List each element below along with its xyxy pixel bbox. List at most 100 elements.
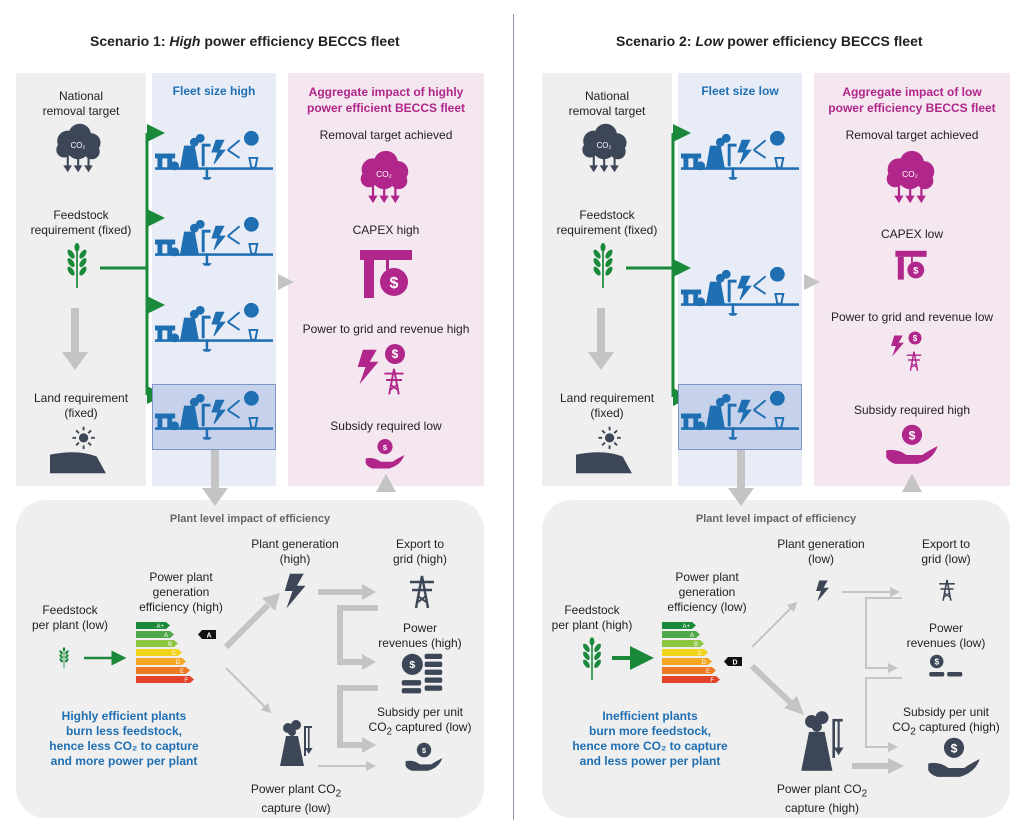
s2-plant-to-aggregate-arrow: [902, 474, 922, 492]
s2-hand-coin-icon: $: [884, 422, 940, 470]
s1-rating-bar-F: F: [136, 676, 194, 684]
s2-aggregate-panel: [814, 73, 1010, 486]
s1-to-aggregate-arrow: [278, 274, 294, 290]
s1-rating-bar-D: D: [136, 658, 186, 666]
svg-text:A+: A+: [682, 624, 690, 630]
s1-gen-label: Plant generation (high): [251, 537, 339, 566]
s2-fleet-header: Fleet size low: [701, 84, 779, 98]
s2-eff-label: Power plant generation efficiency (low): [667, 570, 747, 614]
svg-text:$: $: [422, 746, 426, 755]
svg-text:F: F: [710, 678, 714, 684]
s1-rating-indicator: A: [198, 630, 216, 640]
s1-capture-label: Power plant CO2 capture (low): [250, 782, 342, 816]
svg-text:$: $: [951, 741, 958, 755]
s1-fleet-header: Fleet size high: [172, 84, 256, 98]
svg-text:$: $: [909, 428, 916, 442]
s1-plant-level-title: Plant level impact of efficiency: [169, 513, 331, 525]
s2-feedstock-label: Feedstock requirement (fixed): [556, 208, 658, 237]
s2-hand-coin-grey-icon: $: [926, 736, 982, 782]
svg-text:B: B: [168, 642, 172, 648]
s2-agg-item-capex: CAPEX low: [880, 227, 944, 241]
s2-rating-bar-F: F: [662, 676, 720, 684]
svg-text:A: A: [690, 633, 694, 639]
s1-coins-stack-icon: $: [400, 652, 444, 696]
svg-text:$: $: [390, 275, 399, 292]
s1-subsidy-label: Subsidy per unit CO2 captured (low): [368, 705, 472, 738]
svg-text:$: $: [913, 334, 918, 343]
s2-capture-label: Power plant CO2 capture (high): [776, 782, 868, 816]
s2-rating-bar-A: A: [662, 631, 700, 639]
s1-hand-coin-icon: $: [364, 438, 406, 472]
s2-subsidy-label: Subsidy per unit CO2 captured (high): [892, 705, 1000, 738]
svg-text:CO₂: CO₂: [902, 169, 918, 179]
s1-land-label: Land requirement (fixed): [33, 391, 129, 420]
s2-revenue-label: Power revenues (low): [906, 621, 986, 650]
svg-text:D: D: [176, 660, 181, 666]
s2-gen-label: Plant generation (low): [777, 537, 865, 566]
s2-rating-bar-C: C: [662, 649, 708, 657]
svg-text:$: $: [409, 659, 415, 671]
s1-feed-to-eff-arrow: [84, 650, 127, 666]
svg-text:D: D: [732, 660, 737, 667]
s2-agg-item-removal: Removal target achieved: [845, 128, 979, 142]
s1-agg-item-subsidy: Subsidy required low: [330, 419, 442, 433]
scenario-1-title: Scenario 1: High power efficiency BECCS …: [90, 33, 400, 49]
svg-text:CO₂: CO₂: [597, 141, 612, 150]
s1-national-label: National removal target: [42, 89, 120, 118]
svg-text:CO₂: CO₂: [71, 141, 86, 150]
s1-rating-bar-C: C: [136, 649, 182, 657]
s1-rating-bar-A: A: [136, 631, 174, 639]
s1-hand-coin-grey-icon: $: [403, 742, 445, 774]
s1-efficiency-note: Highly efficient plants burn less feedst…: [49, 709, 199, 768]
s2-export-label: Export to grid (low): [921, 537, 971, 566]
s2-aggregate-header: Aggregate impact of low power efficiency…: [828, 85, 996, 115]
s2-feed-plant-label: Feedstock per plant (high): [551, 603, 633, 632]
s1-co2-cloud-magenta-icon: CO₂: [356, 146, 412, 208]
svg-text:C: C: [172, 651, 177, 657]
s1-agg-item-power: Power to grid and revenue high: [302, 322, 470, 336]
s1-feedstock-label: Feedstock requirement (fixed): [30, 208, 132, 237]
scenario-2-title: Scenario 2: Low power efficiency BECCS f…: [616, 33, 923, 49]
s2-crane-capex-icon: $: [893, 246, 929, 282]
svg-text:$: $: [383, 443, 388, 452]
s1-co2-cloud-icon: CO₂: [52, 118, 104, 178]
s2-efficiency-note: Inefficient plants burn more feedstock, …: [572, 709, 728, 768]
s1-revenue-label: Power revenues (high): [378, 621, 462, 650]
s1-crane-capex-icon: $: [356, 242, 416, 302]
s2-co2-cloud-magenta-icon: CO₂: [882, 146, 938, 208]
svg-text:CO₂: CO₂: [376, 169, 392, 179]
svg-text:$: $: [934, 658, 939, 667]
s1-plant-to-aggregate-arrow: [376, 474, 396, 492]
svg-text:A+: A+: [156, 624, 164, 630]
s1-export-label: Export to grid (high): [392, 537, 448, 566]
s2-coins-icon: $: [929, 654, 963, 677]
s1-eff-label: Power plant generation efficiency (high): [139, 570, 223, 614]
s1-fleet-to-plant-arrow: [202, 450, 228, 506]
s2-to-aggregate-arrow: [804, 274, 820, 290]
svg-text:F: F: [184, 678, 188, 684]
svg-text:C: C: [698, 651, 703, 657]
svg-text:A: A: [206, 633, 211, 640]
s2-down-arrow: [588, 308, 614, 370]
s1-down-arrow: [62, 308, 88, 370]
svg-text:B: B: [694, 642, 698, 648]
s2-fleet-to-plant-arrow: [728, 450, 754, 506]
s2-coin-icon: $: [908, 331, 922, 345]
s2-rating-bar-B: B: [662, 640, 704, 648]
s2-national-label: National removal target: [568, 89, 646, 118]
s2-agg-item-subsidy: Subsidy required high: [853, 403, 971, 417]
s2-agg-item-power: Power to grid and revenue low: [830, 310, 994, 324]
s2-co2-cloud-icon: CO₂: [578, 118, 630, 178]
s1-rating-bar-B: B: [136, 640, 178, 648]
s2-land-label: Land requirement (fixed): [559, 391, 655, 420]
s2-rating-bar-E: E: [662, 667, 716, 675]
s1-agg-item-removal: Removal target achieved: [319, 128, 453, 142]
svg-text:A: A: [164, 633, 168, 639]
s1-aggregate-header: Aggregate impact of highly power efficie…: [306, 85, 466, 115]
s2-feed-to-eff-arrow: [612, 646, 654, 670]
s2-rating-indicator: D: [724, 657, 742, 667]
